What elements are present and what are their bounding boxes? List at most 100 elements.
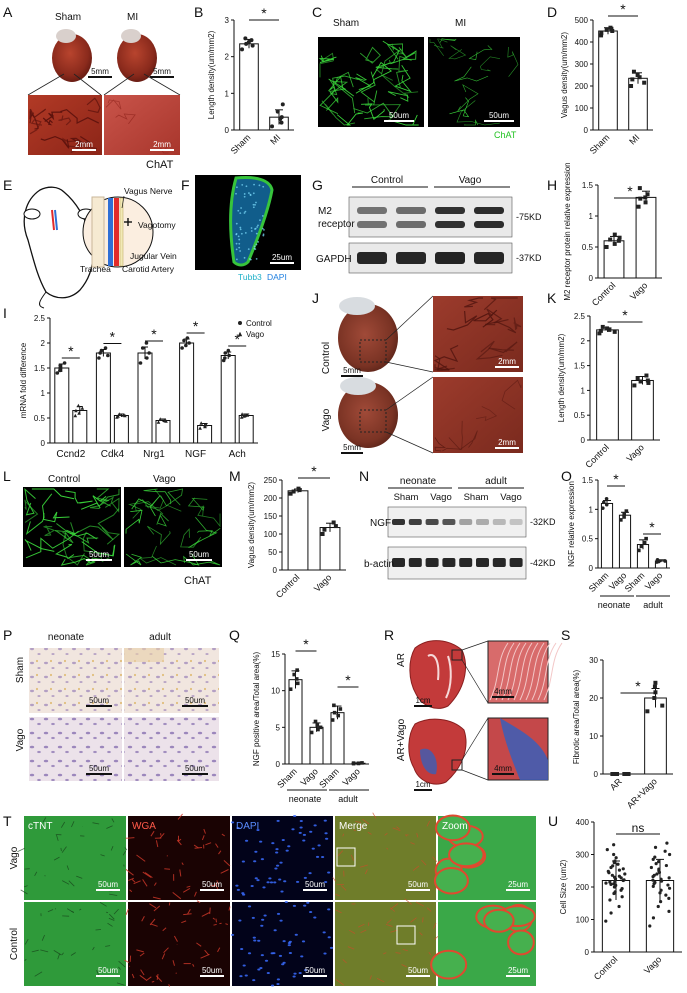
vagus-nerve-shape	[119, 197, 124, 267]
dapi-nucleus	[301, 940, 306, 943]
nerve-fiber	[433, 344, 459, 371]
dapi-nucleus	[278, 954, 283, 957]
wga-membrane	[192, 963, 195, 967]
dapi-nucleus	[292, 904, 297, 907]
wga-membrane	[146, 976, 152, 981]
blot-band	[509, 519, 523, 525]
data-point	[332, 710, 337, 715]
scale-l-1-label: 50um	[89, 550, 109, 559]
data-point	[654, 862, 658, 866]
scale-r-right-label: 4mm	[494, 687, 512, 696]
stain-label-c: ChAT	[494, 130, 517, 140]
y-axis-label: Length density(um/mm2)	[207, 30, 216, 119]
tissue-texture	[349, 929, 356, 934]
nerve-fiber	[69, 554, 101, 566]
tissue-texture	[20, 889, 28, 895]
bar	[54, 367, 70, 444]
tissue-texture	[62, 880, 70, 885]
data-point	[599, 31, 604, 36]
y-tick-label: 1.5	[34, 364, 46, 373]
tissue-texture	[95, 929, 102, 931]
heart-photo	[117, 34, 157, 82]
scale-a-top-2-label: 5mm	[153, 67, 171, 76]
scale-t-3-0-label: 50um	[408, 880, 428, 889]
data-point	[80, 406, 85, 410]
carotid-artery-shape	[114, 198, 119, 266]
y-tick-label: 0.5	[574, 411, 586, 420]
bar	[239, 43, 259, 131]
zoom-cell	[434, 814, 471, 842]
nucleus-dot	[253, 245, 256, 248]
nucleus-dot	[235, 222, 238, 225]
nucleus-dot	[255, 232, 258, 235]
tissue-texture	[335, 909, 342, 914]
panel-letter-e: E	[3, 177, 12, 193]
blot-band	[408, 519, 422, 525]
wga-membrane	[172, 960, 175, 966]
blot-size-label: -75KD	[516, 212, 542, 222]
data-point	[653, 880, 657, 885]
nerve-fiber	[507, 46, 519, 77]
scale-p-0-label: 50um	[89, 696, 109, 705]
x-category-label: NGF	[185, 449, 206, 460]
dapi-nucleus	[324, 880, 328, 883]
data-point	[667, 886, 672, 890]
stain-label-tubb3: Tubb3	[238, 272, 262, 282]
dapi-nucleus	[283, 880, 287, 883]
wga-membrane	[151, 980, 155, 983]
blot-band	[476, 558, 489, 567]
tissue-vago-j	[433, 377, 523, 453]
x-category-label: Ach	[229, 449, 246, 460]
data-point	[611, 864, 615, 868]
data-point	[316, 727, 320, 732]
nucleus-dot	[235, 233, 238, 236]
data-point	[601, 500, 606, 505]
muscle-fiber	[543, 642, 563, 701]
wga-membrane	[213, 923, 217, 926]
scale-a-bottom-label: 2mm	[75, 140, 93, 149]
nerve-fiber	[61, 137, 87, 148]
data-point	[651, 916, 656, 920]
wga-membrane	[153, 882, 157, 886]
tissue-texture	[79, 908, 82, 911]
data-point	[666, 883, 670, 887]
tissue-texture	[66, 865, 70, 871]
blot-band	[492, 519, 506, 525]
nerve-fiber	[485, 321, 517, 334]
dapi-nucleus	[306, 901, 310, 904]
data-point	[645, 192, 650, 197]
blot-band	[459, 519, 473, 525]
wga-membrane	[149, 903, 157, 909]
nucleus-dot	[255, 201, 257, 204]
label-vago-l: Vago	[153, 474, 176, 485]
dapi-nucleus	[302, 839, 306, 842]
wga-membrane	[215, 918, 217, 923]
tissue-texture	[47, 909, 54, 913]
wga-membrane	[128, 877, 135, 882]
tissue-texture	[402, 949, 408, 952]
wga-membrane	[216, 880, 219, 885]
dapi-nucleus	[264, 959, 269, 962]
dapi-nucleus	[293, 972, 297, 975]
data-point	[77, 411, 81, 415]
tissue-texture	[416, 901, 425, 907]
legend-label-control: Control	[246, 319, 272, 328]
wga-membrane	[203, 828, 206, 834]
data-point	[642, 540, 647, 545]
nerve-fiber	[394, 64, 412, 93]
nerve-fiber	[60, 558, 96, 566]
nerve-fiber	[138, 545, 177, 566]
dapi-nucleus	[282, 940, 286, 943]
wga-membrane	[129, 889, 133, 893]
data-point	[619, 518, 623, 522]
nerve-fiber	[44, 111, 63, 122]
wga-membrane	[136, 824, 138, 827]
tissue-section-f	[230, 177, 272, 265]
data-point	[605, 848, 609, 852]
y-axis-label: NGF positive area/Total area(%)	[252, 652, 261, 767]
